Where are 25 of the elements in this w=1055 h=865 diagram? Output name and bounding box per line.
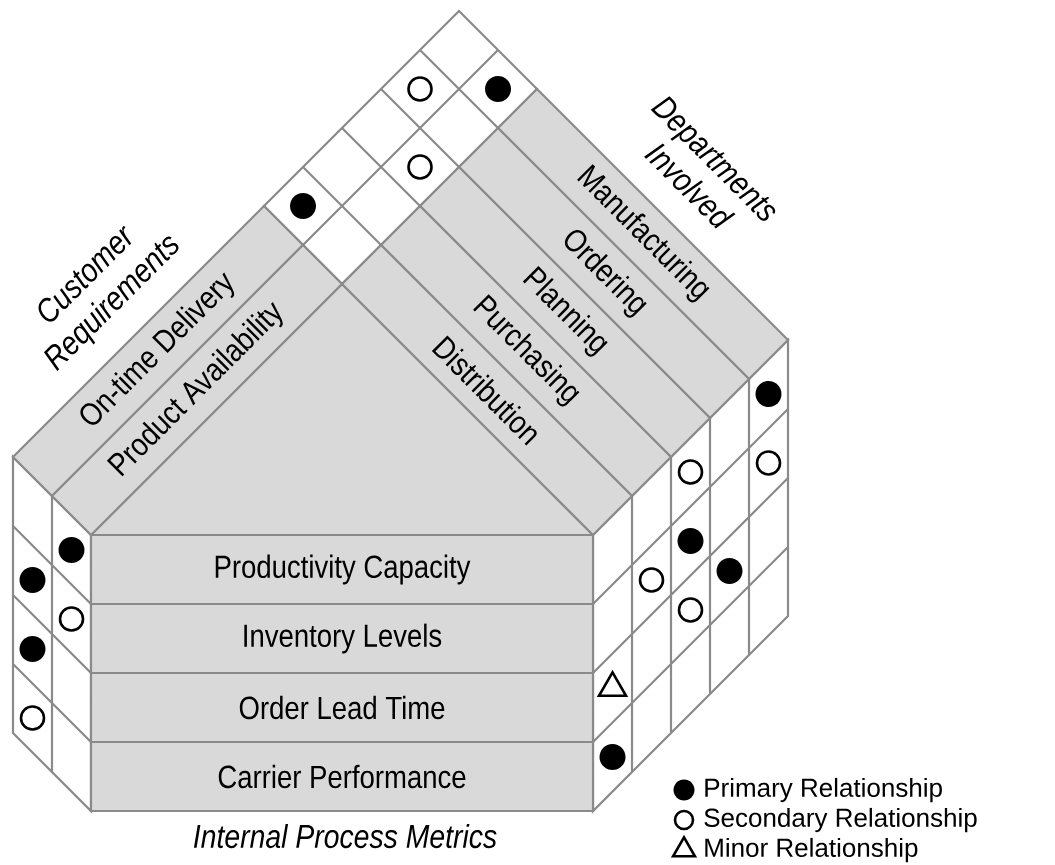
relationship-dot xyxy=(716,558,743,584)
relationship-dot xyxy=(677,528,704,554)
relationship-circle xyxy=(58,606,85,632)
metric-row: Carrier Performance xyxy=(89,740,595,813)
relationship-dot xyxy=(58,537,85,563)
legend-text: Primary Relationship xyxy=(705,777,942,803)
relationship-circle xyxy=(407,154,433,180)
relationship-circle xyxy=(407,76,433,102)
relationship-dot xyxy=(290,193,316,219)
relationship-dot xyxy=(599,744,626,770)
axis-title: Internal Process Metrics xyxy=(193,823,497,849)
relationship-dot xyxy=(19,636,46,662)
legend-text: Secondary Relationship xyxy=(704,807,977,833)
relationship-dot xyxy=(755,381,782,407)
metric-row: Productivity Capacity xyxy=(89,533,595,606)
relationship-circle xyxy=(677,597,704,623)
relationship-circle xyxy=(677,459,704,485)
relationship-dot xyxy=(19,567,46,593)
relationship-circle xyxy=(638,567,665,593)
metric-row: Inventory Levels xyxy=(89,602,595,675)
relationship-circle xyxy=(755,450,782,476)
relationship-dot xyxy=(485,76,511,102)
legend-text: Minor Relationship xyxy=(705,837,918,863)
metric-row: Order Lead Time xyxy=(89,671,595,744)
relationship-circle xyxy=(19,705,46,731)
